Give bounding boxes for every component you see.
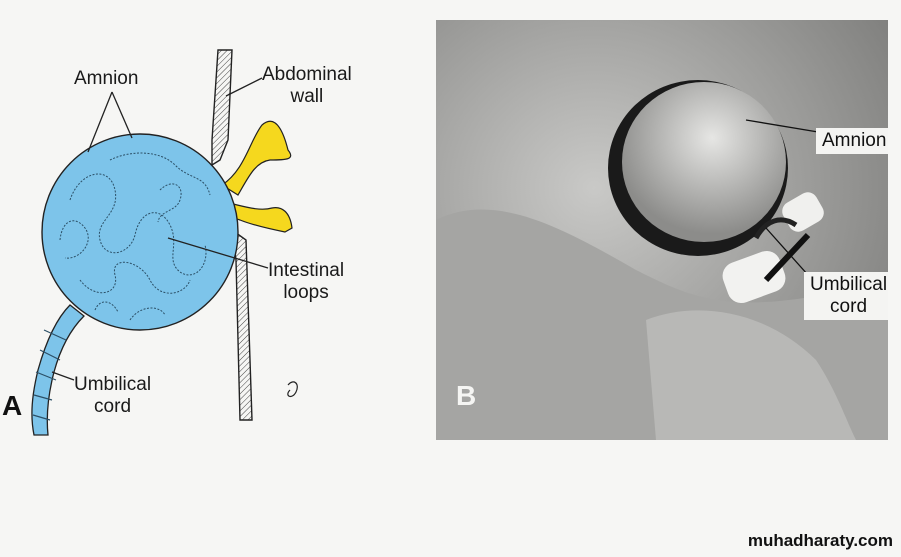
abdominal-wall — [211, 49, 253, 421]
panel-b-photo: Amnion Umbilical cord B — [436, 20, 888, 440]
label-umbilical-cord-b: Umbilical cord — [804, 272, 888, 320]
leader-intestinal-loops — [167, 237, 269, 269]
label-intestinal-loops: Intestinal loops — [268, 260, 345, 303]
label-abdominal-wall: Abdominal wall — [262, 64, 352, 107]
leader-abdominal-wall — [225, 77, 263, 97]
panel-b-letter: B — [456, 380, 477, 411]
leader-amnion-2 — [111, 91, 133, 139]
umbilical-cord — [31, 304, 85, 436]
label-amnion: Amnion — [74, 68, 139, 89]
label-umbilical-cord: Umbilical cord — [74, 374, 152, 417]
leader-amnion-b — [745, 119, 819, 133]
umbilical-cord-clamp — [722, 192, 824, 304]
omphalocele-diagram — [31, 49, 298, 436]
panel-a-letter: A — [2, 390, 23, 421]
leader-amnion-1 — [87, 91, 113, 153]
leader-lines — [51, 77, 269, 381]
amnion-sac — [41, 133, 239, 331]
leader-umbilical-cord — [51, 371, 75, 381]
clinical-photo — [436, 20, 888, 440]
watermark-text: muhadharaty.com — [747, 531, 893, 550]
panel-a-diagram: Amnion Abdominal wall Intestinal loops U… — [0, 0, 430, 440]
thigh — [646, 310, 856, 440]
scribble-mark — [287, 381, 298, 398]
abdominal-wall-cut-edge — [220, 120, 293, 233]
leader-umbilical-cord-b — [765, 227, 809, 276]
label-amnion-b: Amnion — [816, 128, 888, 154]
amnion-sac-photo — [622, 82, 786, 242]
